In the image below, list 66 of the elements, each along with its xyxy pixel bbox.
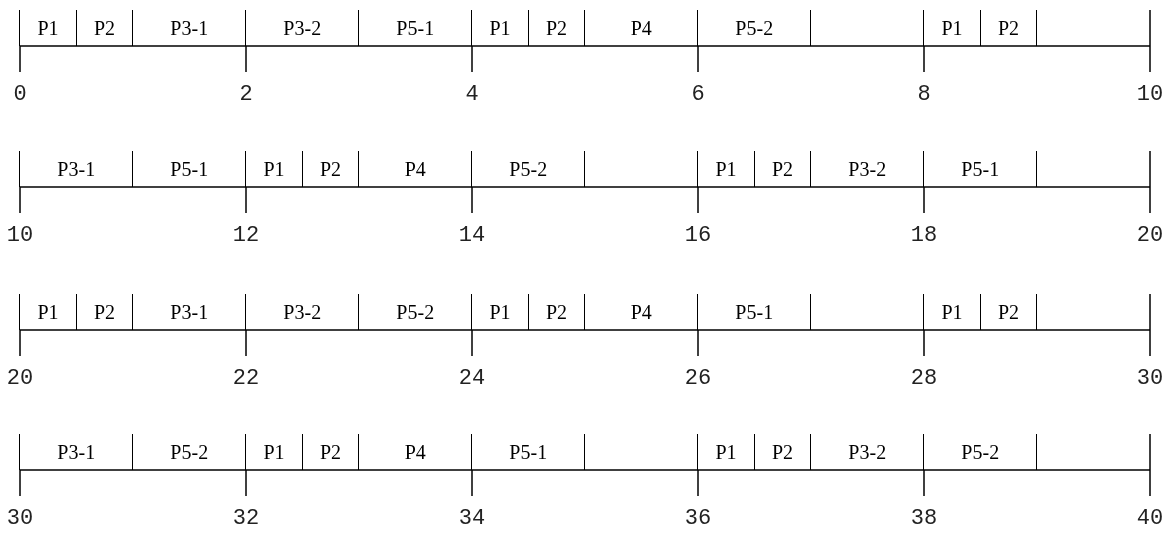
time-slot: P5-1 xyxy=(923,151,1037,187)
time-slot: P4 xyxy=(358,434,472,470)
time-slot: P1 xyxy=(923,294,980,330)
tick-label: 30 xyxy=(1136,368,1164,390)
tick-label: 26 xyxy=(684,368,712,390)
time-slot: P3-2 xyxy=(810,434,924,470)
tick-label: 6 xyxy=(691,84,705,106)
time-slot: P2 xyxy=(527,10,585,46)
time-slot: P3-1 xyxy=(19,151,133,187)
tick-label: 10 xyxy=(1136,84,1164,106)
time-slot: P2 xyxy=(979,294,1037,330)
time-slot: P1 xyxy=(697,434,754,470)
time-slot: P4 xyxy=(584,10,698,46)
tick-label: 14 xyxy=(458,225,486,247)
tick-label: 34 xyxy=(458,508,486,530)
tick-label: 2 xyxy=(239,84,253,106)
tick-label: 12 xyxy=(232,225,260,247)
tick-label: 38 xyxy=(910,508,938,530)
time-slot: P2 xyxy=(301,434,359,470)
time-slot: P2 xyxy=(979,10,1037,46)
tick-label: 10 xyxy=(6,225,34,247)
tick-label: 36 xyxy=(684,508,712,530)
time-slot: P1 xyxy=(19,294,76,330)
time-slot: P3-2 xyxy=(245,10,359,46)
time-slot: P5-1 xyxy=(471,434,585,470)
time-slot: P3-2 xyxy=(245,294,359,330)
tick-label: 28 xyxy=(910,368,938,390)
time-slot: P1 xyxy=(923,10,980,46)
tick-label: 0 xyxy=(13,84,27,106)
tick-label: 16 xyxy=(684,225,712,247)
time-slot: P2 xyxy=(75,294,133,330)
time-slot: P2 xyxy=(301,151,359,187)
time-slot: P2 xyxy=(527,294,585,330)
tick-label: 18 xyxy=(910,225,938,247)
time-slot: P1 xyxy=(471,10,528,46)
tick-label: 4 xyxy=(465,84,479,106)
time-slot: P3-1 xyxy=(132,10,246,46)
tick-label: 20 xyxy=(6,368,34,390)
time-slot: P2 xyxy=(75,10,133,46)
tick-label: 8 xyxy=(917,84,931,106)
time-slot: P1 xyxy=(697,151,754,187)
time-slot: P4 xyxy=(358,151,472,187)
tick-label: 40 xyxy=(1136,508,1164,530)
time-slot: P4 xyxy=(584,294,698,330)
time-slot: P3-1 xyxy=(132,294,246,330)
time-slot: P5-2 xyxy=(697,10,811,46)
time-slot: P5-2 xyxy=(471,151,585,187)
time-slot: P3-1 xyxy=(19,434,133,470)
tick-label: 30 xyxy=(6,508,34,530)
time-slot: P1 xyxy=(471,294,528,330)
time-slot: P5-1 xyxy=(358,10,472,46)
time-slot: P2 xyxy=(753,434,811,470)
time-slot: P3-2 xyxy=(810,151,924,187)
tick-label: 22 xyxy=(232,368,260,390)
time-slot: P5-1 xyxy=(697,294,811,330)
tick-label: 20 xyxy=(1136,225,1164,247)
time-slot: P2 xyxy=(753,151,811,187)
time-slot: P5-2 xyxy=(923,434,1037,470)
tick-label: 24 xyxy=(458,368,486,390)
time-slot: P5-1 xyxy=(132,151,246,187)
time-slot: P1 xyxy=(245,151,302,187)
tick-label: 32 xyxy=(232,508,260,530)
time-slot: P5-2 xyxy=(132,434,246,470)
time-slot: P1 xyxy=(245,434,302,470)
time-slot: P1 xyxy=(19,10,76,46)
time-slot: P5-2 xyxy=(358,294,472,330)
